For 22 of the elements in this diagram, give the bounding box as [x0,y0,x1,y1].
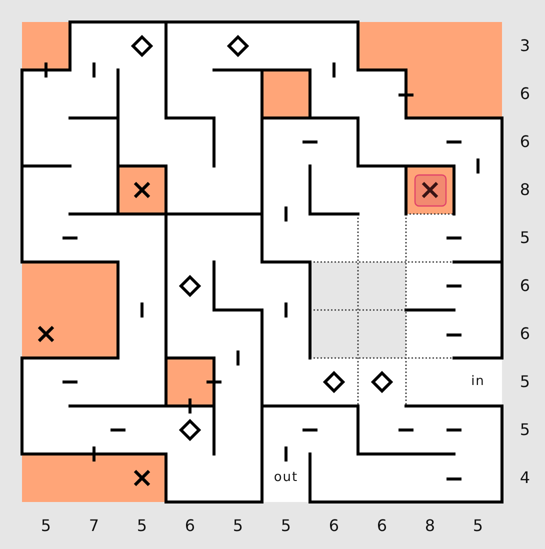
entrance-label: in [471,373,485,391]
row-clue-number: 4 [520,469,530,487]
row-clue-number: 3 [520,37,530,55]
row-clue-number: 5 [520,373,530,391]
row-clue-number: 6 [520,133,530,151]
row-clue-number: 6 [520,85,530,103]
column-clue-number: 5 [472,517,484,535]
exit-label: out [274,469,298,487]
column-clue-number: 5 [280,517,292,535]
column-clue-number: 6 [328,517,340,535]
column-clue-number: 7 [88,517,100,535]
row-clue-number: 5 [520,421,530,439]
column-clue-number: 6 [376,517,388,535]
column-clue-number: 5 [40,517,52,535]
column-clue-number: 6 [184,517,196,535]
row-clue-number: 8 [520,181,530,199]
column-clue-number: 5 [136,517,148,535]
row-clue-number: 5 [520,229,530,247]
row-clue-number: 6 [520,277,530,295]
column-clue-number: 8 [424,517,436,535]
column-clue-number: 5 [232,517,244,535]
row-clue-number: 6 [520,325,530,343]
